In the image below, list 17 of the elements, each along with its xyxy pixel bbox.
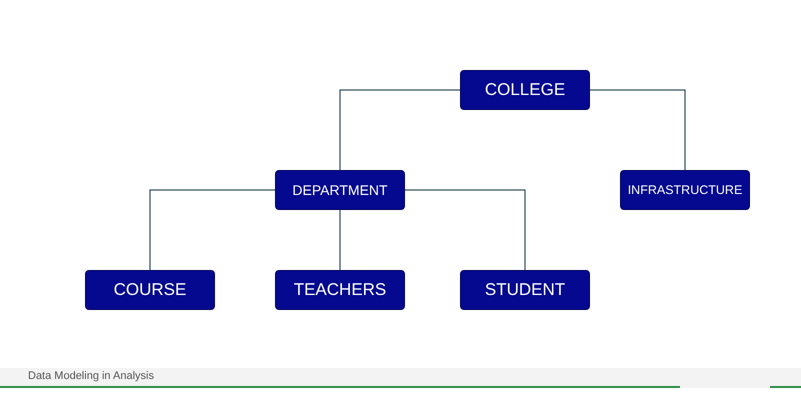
entity-box: [275, 270, 405, 310]
entity-name: COLLEGE: [484, 80, 566, 100]
connector-line: [590, 90, 686, 170]
entity-box: [460, 70, 590, 110]
entity-box: [85, 270, 215, 310]
entity-name: DEPARTMENT: [292, 182, 388, 198]
footer-text: Data Modeling in Analysis: [28, 370, 154, 382]
connector-line: [150, 190, 276, 270]
connector-line: [404, 190, 526, 270]
entity-name: STUDENT: [484, 280, 566, 300]
entity-box: [460, 270, 590, 310]
entity-name: TEACHERS: [294, 280, 386, 300]
entity-box: [275, 170, 405, 210]
connector-line: [340, 90, 460, 170]
entity-name: INFRASTRUCTURE: [628, 183, 742, 197]
entity-box: [620, 170, 750, 210]
entity-name: COURSE: [114, 280, 186, 300]
